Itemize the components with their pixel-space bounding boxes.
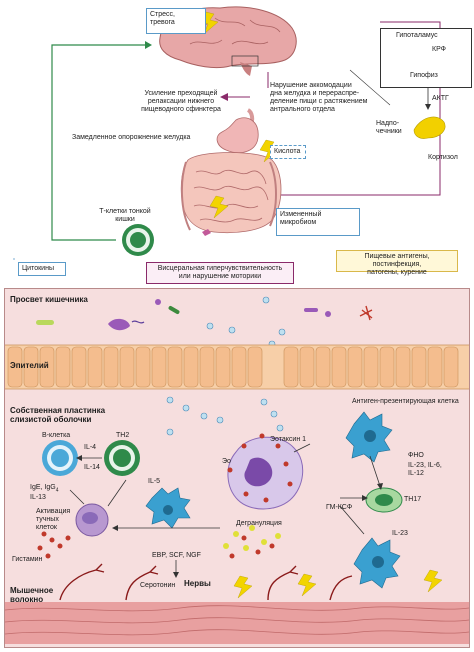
- hypothalamus-box: [380, 28, 472, 88]
- il23-label: IL-23: [392, 530, 408, 537]
- cytokines-box: Цитокины: [18, 262, 66, 276]
- il4-label: IL-4: [84, 444, 97, 451]
- gut-illustration: [180, 108, 282, 234]
- fno-label: ФНО: [408, 452, 424, 459]
- epithelium-label: Эпителий: [10, 361, 49, 370]
- adrenal-label: Надпо- чечники: [376, 120, 402, 135]
- il23-6-12-label: IL-23, IL-6, IL-12: [408, 462, 442, 477]
- il14-label: IL-14: [84, 464, 100, 471]
- il13-label: IL-13: [30, 494, 46, 501]
- degranulation-label: Дегрануляция: [236, 520, 282, 527]
- pituitary-label: Гипофиз: [410, 72, 438, 79]
- serotonin-label: Серотонин: [140, 582, 176, 589]
- ebp-label: EBP, SCF, NGF: [152, 552, 201, 559]
- microbiome-box: Измененный микробиом: [276, 208, 360, 236]
- muscle-label: Мышечное волокно: [10, 586, 54, 604]
- accommodation-label: Нарушение аккомодации дна желудка и пере…: [270, 82, 368, 113]
- actg-label: АКТГ: [432, 95, 449, 102]
- hypothalamus-label: Гипоталамус: [396, 32, 438, 39]
- gastric-emptying-label: Замедленное опорожнение желудка: [72, 134, 191, 141]
- cortisol-label: Кортизол: [428, 154, 458, 161]
- ige-subscript: 4: [55, 487, 59, 494]
- ige-label: IgE, IgG4: [30, 484, 58, 494]
- top-diagram-graphics: [13, 6, 446, 260]
- relaxation-label: Усиление преходящей релаксации нижнего п…: [141, 90, 221, 113]
- eotaxin-label: Эотаксин 1: [270, 436, 307, 443]
- histamine-label: Гистамин: [12, 556, 43, 563]
- nerves-label: Нервы: [184, 579, 211, 588]
- ige-text: IgE, IgG: [30, 484, 56, 491]
- bcell-label: В-клетка: [42, 432, 71, 439]
- tcells-label: Т-клетки тонкой кишки: [99, 208, 151, 223]
- lumen-label: Просвет кишечника: [10, 295, 88, 304]
- visceral-box: Висцеральная гиперчувствительность или н…: [146, 262, 294, 284]
- th2-label: TH2: [116, 432, 130, 439]
- th17-label: TH17: [404, 496, 422, 503]
- epithelial-cells: [7, 346, 459, 388]
- lamina-label: Собственная пластинка слизистой оболочки: [10, 406, 106, 424]
- mast-activation-label: Активация тучных клеток: [36, 508, 71, 531]
- il5-label: IL-5: [148, 478, 161, 485]
- gmcsf-label: ГМ-КСФ: [326, 504, 353, 511]
- food-box: Пищевые антигены, постинфекция, патогены…: [336, 250, 458, 276]
- eo-label: Эо: [222, 458, 231, 465]
- krf-label: КРФ: [432, 46, 446, 53]
- apc-label: Антиген-презентирующая клетка: [352, 398, 459, 405]
- acid-box: Кислота: [270, 145, 306, 159]
- stress-box: Стресс, тревога: [146, 8, 206, 34]
